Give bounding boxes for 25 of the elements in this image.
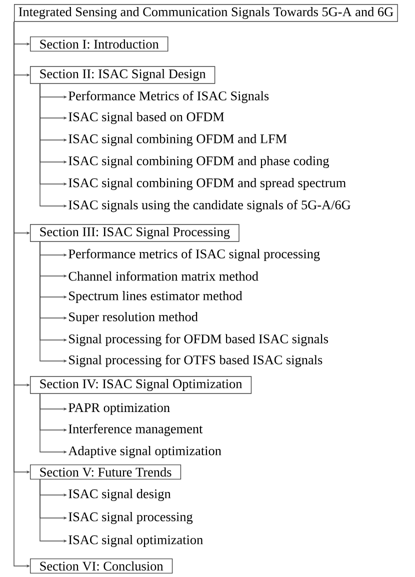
section-box: Section III: ISAC Signal Processing (30, 224, 240, 242)
subsection-text: PAPR optimization (68, 403, 170, 415)
heading-box: Integrated Sensing and Communication Signals Towards 5G-A and 6G (14, 4, 398, 22)
subsection-text: Interference management (68, 424, 203, 436)
subsection-text: ISAC signal combining OFDM and spread spectrum (68, 178, 346, 190)
subsection-text: ISAC signals using the candidate signals of 5G-A/6G (68, 200, 350, 212)
subsection-text: ISAC signal based on OFDM (68, 112, 224, 124)
section-box: Section V: Future Trends (30, 464, 182, 480)
subsection-text: Spectrum lines estimator method (69, 291, 242, 303)
subsection-text: ISAC signal design (68, 489, 171, 501)
section-box: Section IV: ISAC Signal Optimization (30, 376, 252, 394)
subsection-text: ISAC signal optimization (68, 535, 203, 547)
section-box: Section I: Introduction (30, 36, 168, 52)
subsection-text: Super resolution method (69, 312, 198, 324)
subsection-text: Performance metrics of ISAC signal processing (68, 248, 320, 262)
subsection-text: Performance Metrics of ISAC Signals (68, 90, 269, 104)
subsection-text: ISAC signal combining OFDM and LFM (68, 134, 287, 146)
subsection-text: Signal processing for OTFS based ISAC signals (69, 354, 322, 368)
section-box: Section VI: Conclusion (30, 558, 173, 574)
subsection-text: Signal processing for OFDM based ISAC signals (69, 334, 328, 346)
subsection-text: ISAC signal combining OFDM and phase coding (68, 156, 329, 168)
subsection-text: Channel information matrix method (68, 271, 258, 281)
subsection-text: ISAC signal processing (68, 512, 193, 524)
section-box: Section II: ISAC Signal Design (30, 66, 216, 84)
subsection-text: Adaptive signal optimization (68, 446, 222, 458)
